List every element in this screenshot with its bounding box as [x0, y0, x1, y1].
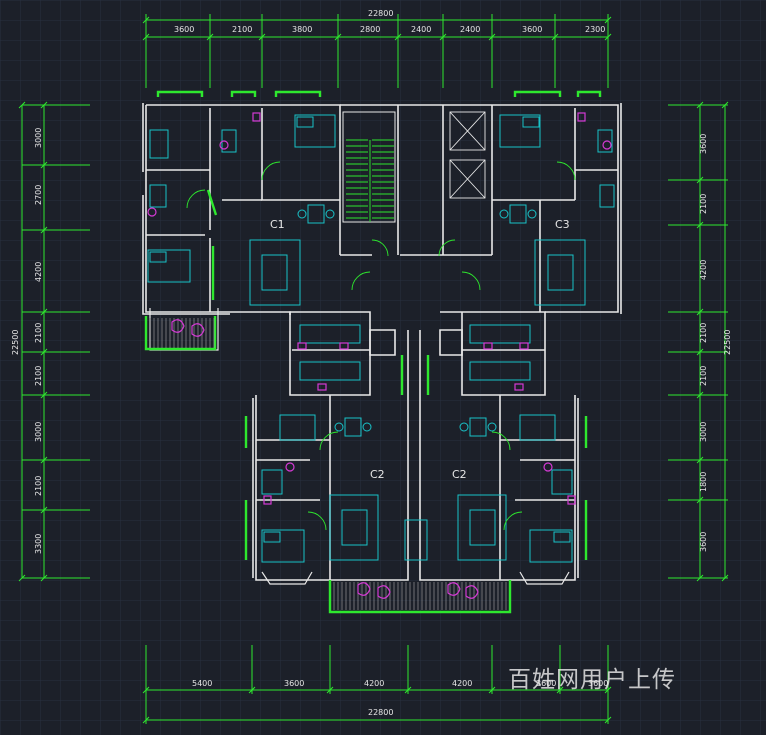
- top-total-dimension: 22800: [368, 9, 393, 18]
- furniture: [147, 114, 615, 563]
- bottom-dimension: 5400: [192, 679, 212, 688]
- right-dimension: 2100: [699, 366, 708, 386]
- left-dimension: 2100: [34, 323, 43, 343]
- unit-label-c1: C1: [270, 218, 285, 231]
- door-swings: [186, 161, 576, 531]
- bottom-dimension: 4200: [364, 679, 384, 688]
- bottom-dimension: 3600: [284, 679, 304, 688]
- top-dimension: 3800: [292, 25, 312, 34]
- right-dimension: 3600: [699, 532, 708, 552]
- top-dimension: 3600: [522, 25, 542, 34]
- right-dimension: 1800: [699, 472, 708, 492]
- window-marks: [144, 90, 602, 614]
- left-total-dimension: 22500: [11, 330, 20, 355]
- left-dimension: 2700: [34, 185, 43, 205]
- bottom-total-dimension: 22800: [368, 708, 393, 717]
- left-dimension: 3300: [34, 534, 43, 554]
- fixtures: [147, 112, 612, 599]
- left-dimension: 4200: [34, 262, 43, 282]
- top-dimension: 2100: [232, 25, 252, 34]
- right-dimension: 3600: [699, 134, 708, 154]
- unit-label-c2-right: C2: [452, 468, 467, 481]
- right-dimension: 4200: [699, 260, 708, 280]
- bottom-dimension: 4200: [452, 679, 472, 688]
- bottom-dimension: 3600: [536, 679, 556, 688]
- stair-elevator: [346, 111, 486, 222]
- right-dimension: 2100: [699, 194, 708, 214]
- left-dimension: 3000: [34, 422, 43, 442]
- top-dimension: 2400: [411, 25, 431, 34]
- left-dimension: 3000: [34, 128, 43, 148]
- top-dimension: 2400: [460, 25, 480, 34]
- unit-label-c3: C3: [555, 218, 570, 231]
- left-dimension: 2100: [34, 366, 43, 386]
- top-dimension: 3600: [174, 25, 194, 34]
- top-dimension: 2800: [360, 25, 380, 34]
- right-total-dimension: 22500: [723, 330, 732, 355]
- dimension-lines: [18, 14, 729, 724]
- left-dimension: 2100: [34, 476, 43, 496]
- right-dimension: 3000: [699, 422, 708, 442]
- top-dimension: 2300: [585, 25, 605, 34]
- unit-label-c2-left: C2: [370, 468, 385, 481]
- balcony-hatch: [149, 318, 507, 610]
- watermark: 百姓网用户上传: [508, 667, 676, 693]
- bottom-dimension: 3600: [588, 679, 608, 688]
- right-dimension: 2100: [699, 323, 708, 343]
